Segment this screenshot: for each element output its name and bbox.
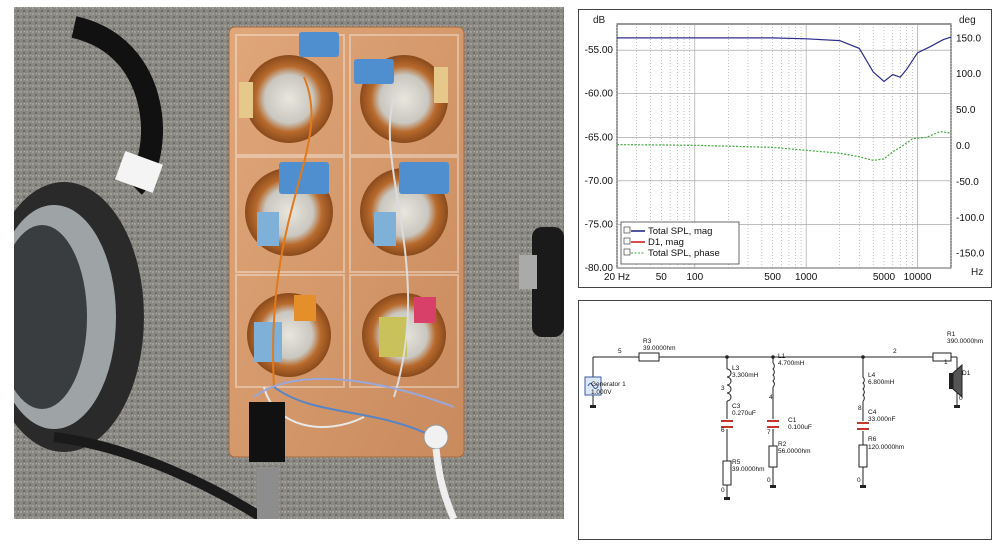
legend-label: Total SPL, phase [648, 248, 720, 259]
left-tick-label: -70.00 [585, 176, 614, 187]
right-tick-label: -100.0 [956, 213, 985, 224]
node-label: 4 [769, 394, 773, 401]
r2-ref: R2 [778, 441, 787, 448]
node-label: 2 [893, 348, 897, 355]
legend-checkbox [623, 226, 631, 234]
r3-value: 39.0000hm [643, 345, 676, 352]
series-lines [616, 36, 952, 162]
right-tick-label: -150.0 [956, 249, 985, 260]
left-tick-label: -60.00 [585, 89, 614, 100]
series-line [616, 130, 952, 162]
series-line [617, 36, 952, 83]
l4-ref: L4 [868, 372, 876, 379]
l1-ref: L1 [778, 353, 786, 360]
legend-checkbox [623, 248, 631, 256]
c1-value: 0.100uF [788, 424, 812, 431]
r2-value: 56.0000hm [778, 448, 811, 455]
legend-label: Total SPL, mag [648, 226, 712, 237]
legend-label: D1, mag [648, 237, 684, 248]
node-label: 0 [721, 487, 725, 494]
r3-ref: R3 [643, 338, 652, 345]
r6-value: 120.0000hm [868, 444, 905, 451]
r5-value: 39.0000hm [732, 466, 765, 473]
x-tick-label: 20 Hz [604, 272, 630, 283]
node-label: 1 [944, 359, 948, 366]
x-tick-label: 1000 [795, 272, 818, 283]
node-label: 0 [767, 477, 771, 484]
legend-checkbox [623, 237, 631, 245]
schematic-wiring [584, 352, 963, 500]
node-label: 0 [959, 395, 963, 402]
right-tick-label: -50.0 [956, 177, 979, 188]
node-label: 8 [858, 405, 862, 412]
x-tick-label: 5000 [873, 272, 896, 283]
c3-value: 0.270uF [732, 410, 756, 417]
node-label: 6 [721, 427, 725, 434]
crossover-photo [14, 7, 564, 519]
node-label: 5 [618, 348, 622, 355]
c1-ref: C1 [788, 417, 797, 424]
left-tick-label: -75.00 [585, 219, 614, 230]
right-axis-unit: deg [959, 15, 976, 26]
r6-ref: R6 [868, 436, 877, 443]
crossover-schematic: Generator 1 1.000V D1 R3 39.0000hm L3 3.… [578, 300, 992, 540]
l3-ref: L3 [732, 365, 740, 372]
c4-value: 33.000nF [868, 416, 896, 423]
right-tick-label: 150.0 [956, 33, 981, 44]
node-label: 7 [767, 429, 771, 436]
left-tick-label: -55.00 [585, 45, 614, 56]
x-tick-label: 50 [656, 272, 668, 283]
node-label: 3 [721, 385, 725, 392]
left-axis-unit: dB [593, 15, 606, 26]
right-tick-label: 100.0 [956, 69, 981, 80]
x-tick-label: 10000 [904, 272, 932, 283]
generator-value: 1.000V [591, 389, 612, 396]
left-tick-label: -80.00 [585, 263, 614, 274]
l1-value: 4.700mH [778, 360, 805, 367]
c3-ref: C3 [732, 403, 741, 410]
node-label: 0 [857, 477, 861, 484]
l3-value: 3.300mH [732, 372, 759, 379]
graph-plot-area: -55.00 -60.00 -65.00 -70.00 -75.00 -80.00 150.… [585, 23, 985, 283]
l4-value: 6.800mH [868, 379, 895, 386]
r1-value: 390.0000hm [947, 338, 984, 345]
x-tick-label: 500 [764, 272, 781, 283]
axis-ticks: -55.00 -60.00 -65.00 -70.00 -75.00 -80.00 150.… [585, 33, 985, 283]
r1-ref: R1 [947, 331, 956, 338]
generator-label: Generator 1 [591, 381, 626, 388]
frequency-response-graph: dB deg Hz -55.00 -60.00 -65.00 -70.00 -75.00… [578, 9, 992, 288]
right-tick-label: 50.0 [956, 105, 976, 116]
c4-ref: C4 [868, 409, 877, 416]
left-tick-label: -65.00 [585, 132, 614, 143]
x-axis-unit: Hz [971, 267, 984, 278]
x-tick-label: 100 [686, 272, 703, 283]
r5-ref: R5 [732, 459, 741, 466]
d1-label: D1 [962, 370, 971, 377]
legend-box [620, 221, 740, 265]
right-tick-label: 0.0 [956, 141, 970, 152]
